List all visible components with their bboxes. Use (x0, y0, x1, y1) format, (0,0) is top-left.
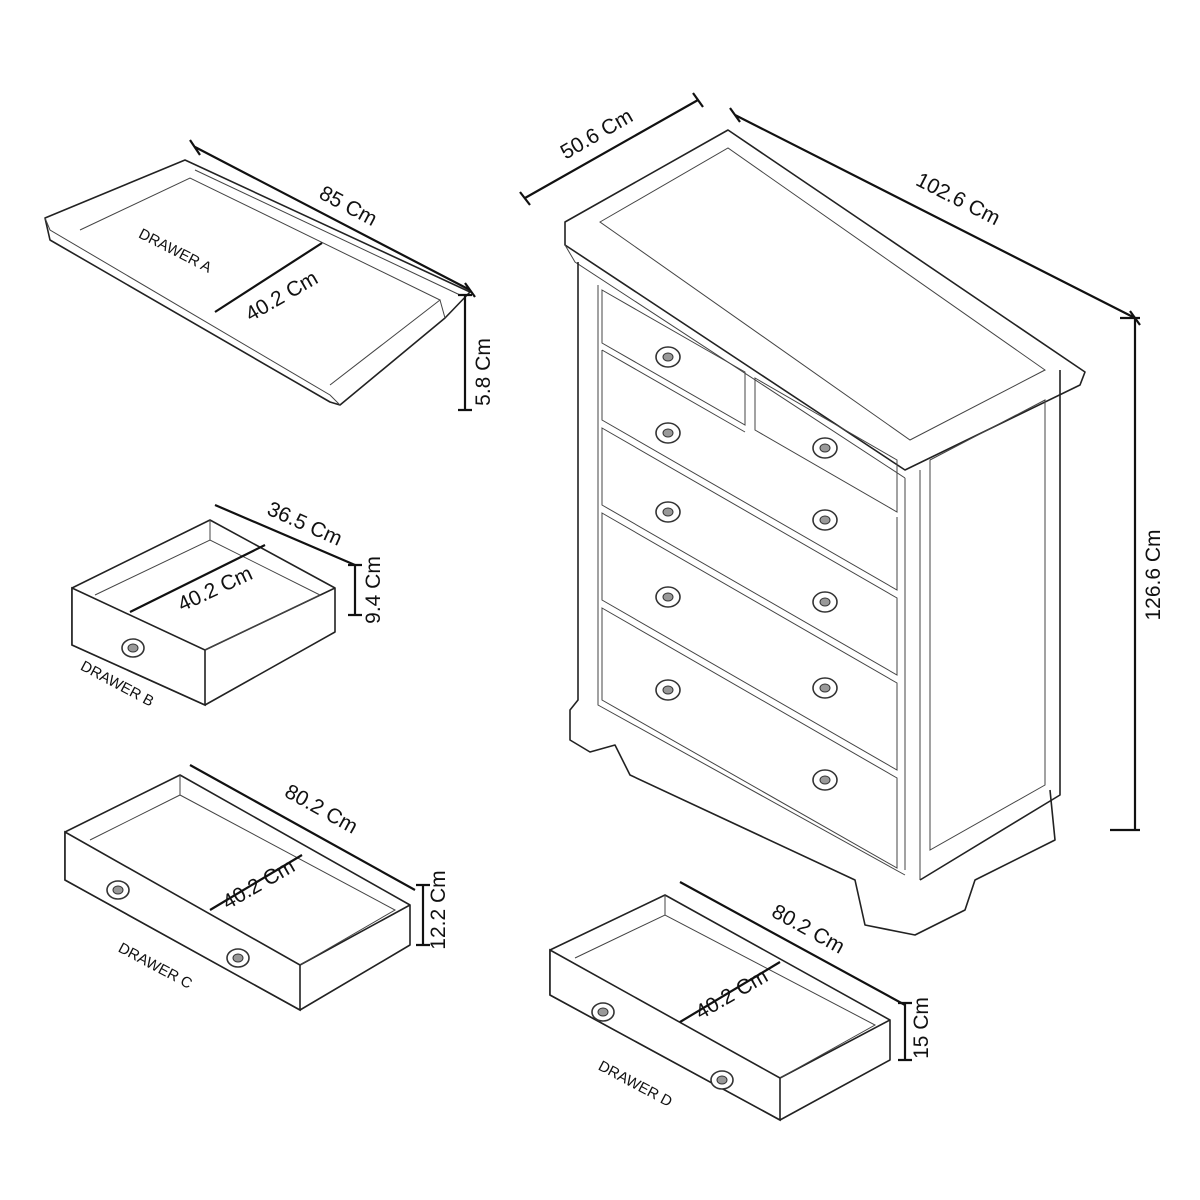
drawer-d-height: 15 Cm (910, 997, 933, 1059)
drawer-c-label: DRAWER C (115, 939, 195, 992)
drawer-c-length: 80.2 Cm (281, 780, 362, 839)
drawer-c-height: 12.2 Cm (427, 870, 450, 949)
chest-height: 126.6 Cm (1142, 529, 1165, 620)
drawer-a-depth: 40.2 Cm (242, 267, 322, 327)
drawer-a-length: 85 Cm (315, 182, 380, 231)
drawer-a-label: DRAWER A (136, 225, 215, 276)
drawer-d-length: 80.2 Cm (768, 900, 849, 959)
drawer-d: DRAWER D 80.2 Cm 15 Cm 40.2 Cm (549, 881, 933, 1122)
drawer-a-height: 5.8 Cm (472, 338, 495, 406)
drawer-c: DRAWER C 80.2 Cm 12.2 Cm 40.2 Cm (64, 764, 450, 1012)
drawer-b: DRAWER B 36.5 Cm 9.4 Cm 40.2 Cm (71, 497, 385, 710)
drawer-c-depth: 40.2 Cm (219, 855, 299, 915)
drawer-d-label: DRAWER D (595, 1057, 675, 1110)
drawer-d-depth: 40.2 Cm (692, 965, 772, 1025)
drawer-b-height: 9.4 Cm (362, 556, 385, 624)
chest-width: 102.6 Cm (912, 168, 1004, 230)
chest: 50.6 Cm 102.6 Cm 126.6 Cm (519, 92, 1165, 936)
chest-depth: 50.6 Cm (557, 105, 637, 165)
chest-handles (655, 346, 838, 791)
drawer-a: DRAWER A 85 Cm 40.2 Cm 5.8 Cm (44, 139, 495, 412)
